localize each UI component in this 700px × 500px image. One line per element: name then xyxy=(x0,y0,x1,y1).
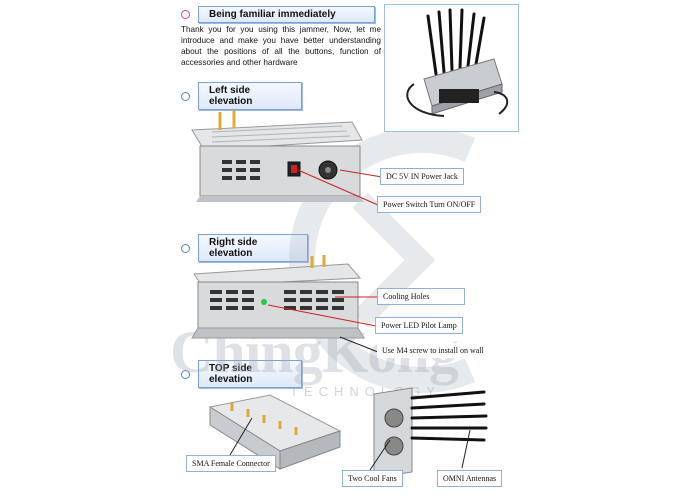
bullet-icon xyxy=(181,10,190,19)
callout-led-lamp: Power LED Pilot Lamp xyxy=(375,317,463,334)
section-title: Left side elevation xyxy=(198,82,302,110)
section-header-left: Left side elevation xyxy=(181,82,302,110)
section-title: Right side elevation xyxy=(198,234,308,262)
callout-omni-antennas: OMNI Antennas xyxy=(437,470,503,487)
section-title: TOP side elevation xyxy=(198,360,302,388)
callout-screw: Use M4 screw to install on wall xyxy=(377,343,489,358)
callout-power-jack: DC 5V IN Power Jack xyxy=(380,168,464,185)
section-header-right: Right side elevation xyxy=(181,234,308,262)
bullet-icon xyxy=(181,91,190,101)
callout-cooling-holes: Cooling Holes xyxy=(377,288,465,305)
callout-sma-connector: SMA Female Connector xyxy=(186,455,276,472)
right-side-device-image xyxy=(191,255,365,339)
bullet-icon xyxy=(181,243,190,253)
top-side-device-image xyxy=(208,394,342,470)
callout-power-switch: Power Switch Turn ON/OFF xyxy=(377,196,482,213)
section-header-top: TOP side elevation xyxy=(181,360,302,388)
left-side-device-image xyxy=(191,110,364,202)
section-header-familiar: Being familiar immediately xyxy=(181,6,375,23)
bullet-icon xyxy=(181,369,190,379)
jammer-product-photo xyxy=(406,8,509,117)
intro-paragraph: Thank you for you using this jammer, Now… xyxy=(181,25,381,67)
fan-antenna-device-image xyxy=(373,387,488,479)
section-title: Being familiar immediately xyxy=(198,6,375,23)
callout-cool-fans: Two Cool Fans xyxy=(342,470,403,487)
